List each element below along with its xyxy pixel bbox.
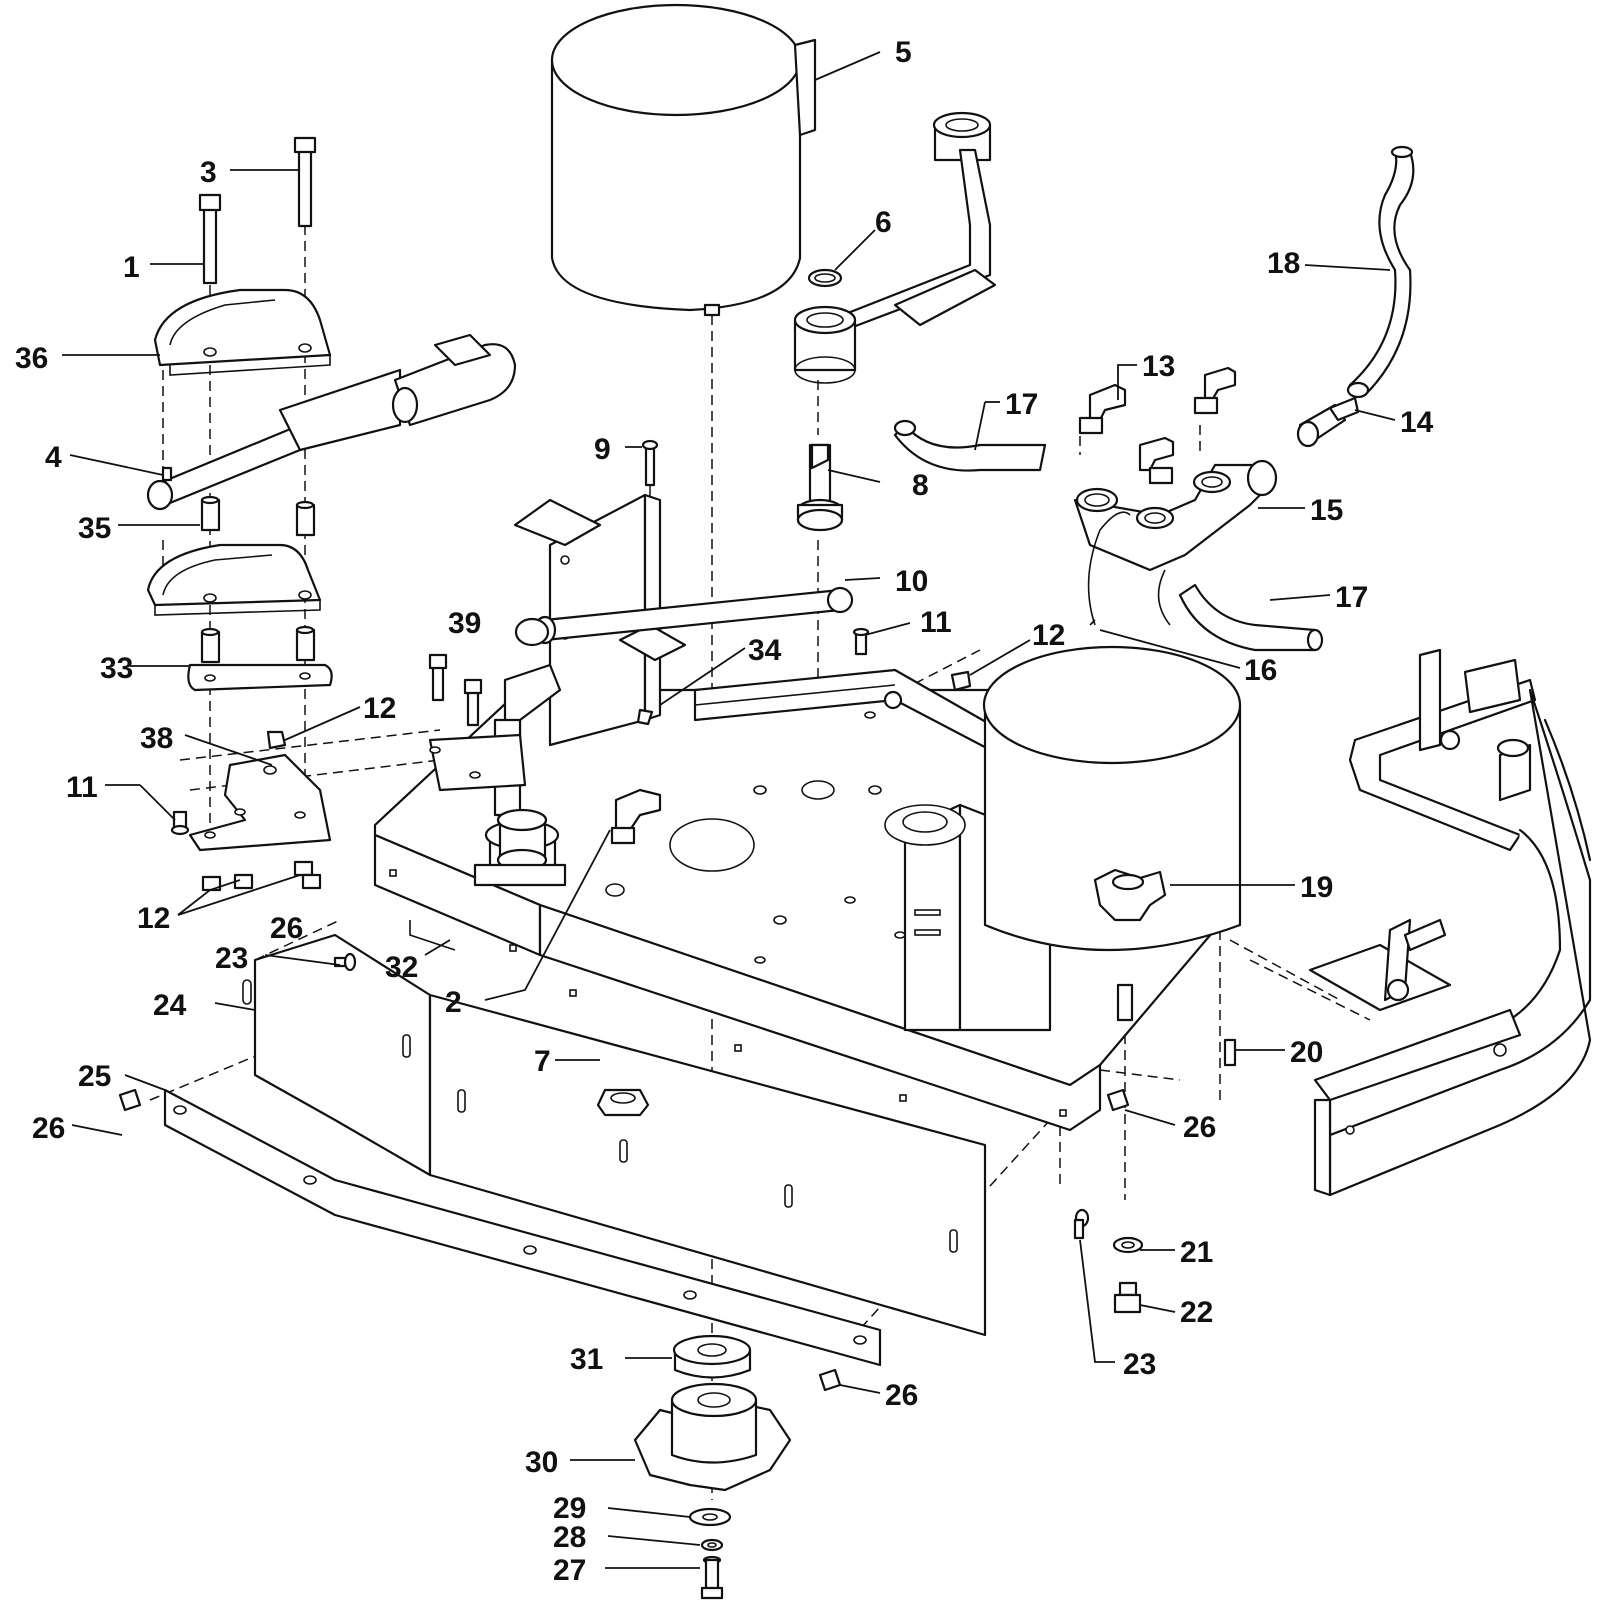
knob-30 [633,1382,792,1492]
callout-17a: 17 [1005,388,1038,421]
clevis-pin [641,439,659,487]
callout-1: 1 [123,251,140,284]
spacers-lower [200,625,316,664]
callout-8: 8 [912,469,929,502]
callout-29: 29 [553,1492,586,1525]
swivel-pin [796,443,844,532]
spacer-plate [187,663,333,692]
callout-16: 16 [1244,654,1277,687]
callout-31: 31 [570,1343,603,1376]
fitting-14 [1296,396,1360,448]
callout-26a: 26 [270,912,303,945]
callout-19: 19 [1300,871,1333,904]
mounting-bracket [188,733,527,852]
tank-knob [1093,868,1167,1022]
callout-5: 5 [895,36,912,69]
left-bolts [198,136,317,285]
washer-29 [688,1507,732,1527]
leader-lines [62,51,1396,1569]
lower-mount-plate [146,543,322,616]
callouts: 1 2 3 4 5 6 7 8 9 10 11 11 12 12 12 13 1… [15,36,1434,1587]
callout-11b: 11 [66,771,98,804]
manifold-15 [1073,459,1278,572]
callout-23b: 23 [1123,1348,1156,1381]
callout-38: 38 [140,722,173,755]
callout-10: 10 [895,565,928,598]
callout-22: 22 [1180,1296,1213,1329]
hose-17-bottom [1178,583,1324,652]
spacers-upper [200,495,316,537]
squeegee-assembly [1308,648,1592,1197]
front-skirt [242,933,987,1337]
callout-3: 3 [200,156,217,189]
hose-18 [1346,145,1415,399]
callout-30: 30 [525,1446,558,1479]
actuator [146,333,517,511]
callout-28: 28 [553,1521,586,1554]
bolts-39 [428,653,483,727]
callout-23a: 23 [215,942,248,975]
callout-27: 27 [553,1554,586,1587]
callout-6: 6 [875,206,892,239]
bolt-27 [700,1555,724,1600]
callout-9: 9 [594,433,611,466]
callout-33: 33 [100,652,133,685]
o-ring [807,268,843,288]
callout-26c: 26 [1183,1111,1216,1144]
callout-21: 21 [1180,1236,1213,1269]
callout-2: 2 [445,986,462,1019]
callout-7: 7 [534,1045,551,1078]
callout-12a: 12 [1032,619,1065,652]
callout-14: 14 [1400,406,1434,439]
wire-16 [1087,511,1171,626]
callout-25: 25 [78,1060,111,1093]
callout-39: 39 [448,607,481,640]
elbow-fittings-13 [1078,366,1237,485]
upper-tank [550,3,817,317]
bumper-strip [163,1088,882,1367]
callout-26d: 26 [885,1379,918,1412]
callout-36: 36 [15,342,48,375]
swivel-tube [514,586,854,647]
lower-right-tank [884,645,1242,952]
callout-35: 35 [78,512,111,545]
callout-12b: 12 [363,692,396,725]
callout-12c: 12 [137,902,170,935]
callout-24: 24 [153,989,187,1022]
nut-7 [596,1088,650,1117]
callout-34: 34 [748,634,782,667]
washer-31 [672,1334,752,1379]
upper-mount-plate [153,288,332,376]
callout-4: 4 [45,441,62,474]
callout-20: 20 [1290,1036,1323,1069]
washer-28 [700,1538,724,1552]
small-fasteners-left [170,627,972,892]
hose-17-top [893,419,1047,472]
front-fasteners [118,952,1237,1392]
cross-rail [693,668,1002,757]
callout-13: 13 [1142,350,1175,383]
deck-elbow-fitting [610,788,662,845]
callout-32: 32 [385,951,418,984]
caster-yoke-arm [793,111,997,384]
callout-26b: 26 [32,1112,65,1145]
callout-11a: 11 [920,606,952,639]
callout-17b: 17 [1335,581,1368,614]
callout-15: 15 [1310,494,1343,527]
callout-18: 18 [1267,247,1300,280]
